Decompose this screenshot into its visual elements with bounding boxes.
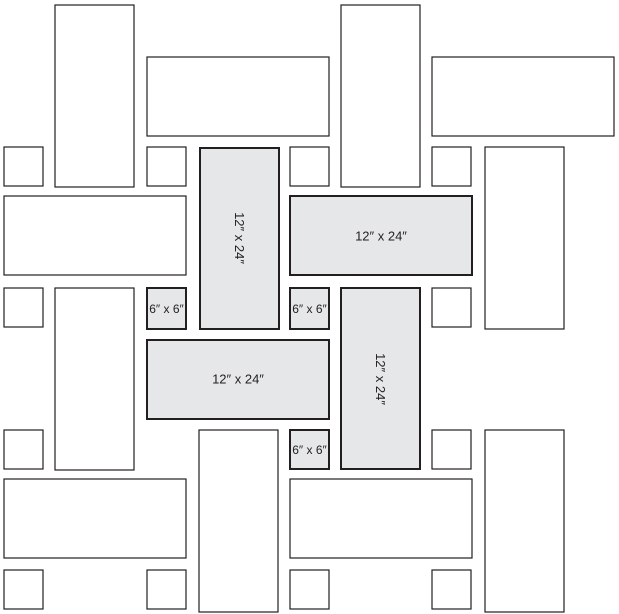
tile-12x24-horizontal-top	[289, 195, 473, 276]
plain-tiles	[3, 4, 615, 613]
tile-6x6-left	[146, 287, 187, 330]
tile-vertical	[484, 146, 565, 330]
tile-small-square	[3, 569, 44, 610]
label-12x24-vertical-right: 12″ x 24″	[373, 353, 388, 405]
tile-vertical	[54, 4, 135, 188]
tile-6x6-center	[289, 287, 330, 330]
tile-small-square	[431, 429, 472, 470]
tile-labels: 12″ x 24″ 12″ x 24″ 6″ x 6″ 6″ x 6″ 12″ …	[149, 212, 407, 457]
label-6x6-left: 6″ x 6″	[149, 302, 184, 316]
tile-horizontal	[3, 478, 187, 559]
tile-small-square	[3, 287, 44, 328]
tile-horizontal	[289, 478, 473, 559]
label-6x6-center: 6″ x 6″	[292, 302, 327, 316]
tile-small-square	[3, 146, 44, 187]
tile-small-square	[3, 429, 44, 470]
tile-small-square	[289, 146, 330, 187]
tile-vertical	[340, 4, 421, 188]
label-12x24-horizontal-bottom: 12″ x 24″	[212, 372, 264, 387]
tile-6x6-bottom	[289, 429, 330, 470]
tile-small-square	[146, 569, 187, 610]
tile-vertical	[198, 429, 279, 613]
tile-small-square	[431, 287, 472, 328]
tile-small-square	[431, 569, 472, 610]
tile-12x24-horizontal-bottom	[146, 339, 330, 420]
tile-small-square	[289, 569, 330, 610]
tile-small-square	[431, 146, 472, 187]
tile-horizontal	[431, 56, 615, 137]
tile-small-square	[146, 146, 187, 187]
label-12x24-horizontal-top: 12″ x 24″	[355, 229, 407, 244]
tile-horizontal	[3, 195, 187, 276]
label-6x6-bottom: 6″ x 6″	[292, 443, 327, 457]
tile-vertical	[54, 287, 135, 471]
tile-12x24-vertical-right	[340, 287, 421, 470]
tile-vertical	[484, 429, 565, 613]
label-12x24-vertical-left: 12″ x 24″	[232, 212, 247, 264]
tile-12x24-vertical-left	[199, 147, 280, 330]
tile-horizontal	[146, 56, 330, 137]
highlighted-tiles	[146, 147, 473, 470]
